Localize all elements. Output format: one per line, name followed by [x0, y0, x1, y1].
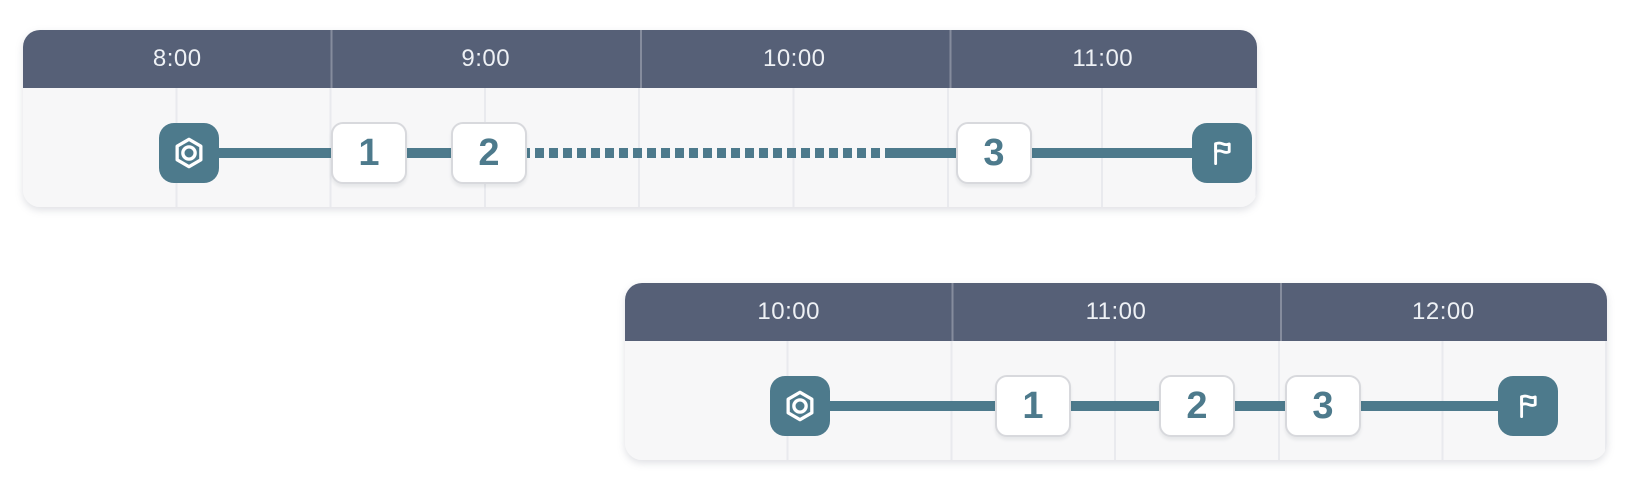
finish-marker[interactable] — [1192, 123, 1252, 183]
start-marker[interactable] — [770, 376, 830, 436]
timeline-top: 8:00 9:00 10:00 11:00 1 2 — [23, 30, 1257, 207]
step-2[interactable]: 2 — [1159, 375, 1235, 437]
flag-icon — [1520, 394, 1537, 419]
finish-marker[interactable] — [1498, 376, 1558, 436]
hour-label-11: 11:00 — [1072, 45, 1134, 72]
hour-label-11b: 11:00 — [1085, 298, 1147, 325]
connector-start-to-1 — [189, 148, 369, 158]
connector-3-to-finish — [1323, 401, 1528, 411]
hour-label-8: 8:00 — [152, 45, 202, 72]
timeline-bottom-header: 10:00 11:00 12:00 — [625, 283, 1607, 341]
step-3[interactable]: 3 — [1285, 375, 1361, 437]
connector-start-to-1 — [800, 401, 1033, 411]
hour-label-12b: 12:00 — [1412, 298, 1475, 325]
step-2[interactable]: 2 — [451, 122, 527, 184]
connector-1-to-2 — [369, 148, 489, 158]
connector-2-to-3 — [1197, 401, 1323, 411]
start-marker[interactable] — [159, 123, 219, 183]
step-2-label: 2 — [478, 131, 500, 174]
step-3[interactable]: 3 — [956, 122, 1032, 184]
flag-icon — [1214, 141, 1231, 166]
timeline-bottom: 10:00 11:00 12:00 1 2 3 — [625, 283, 1607, 460]
timeline-top-header: 8:00 9:00 10:00 11:00 — [23, 30, 1257, 88]
step-1-label: 1 — [1022, 384, 1044, 427]
step-1[interactable]: 1 — [995, 375, 1071, 437]
hour-label-9: 9:00 — [461, 45, 511, 72]
connector-2-to-3-dotted — [493, 148, 885, 158]
step-1[interactable]: 1 — [331, 122, 407, 184]
step-2-label: 2 — [1186, 384, 1208, 427]
hexagon-nut-icon — [786, 390, 814, 422]
connector-3-to-finish — [994, 148, 1222, 158]
step-3-label: 3 — [1312, 384, 1334, 427]
hour-label-10: 10:00 — [762, 45, 826, 72]
hexagon-nut-icon — [175, 137, 203, 169]
step-1-label: 1 — [358, 131, 380, 174]
timeline-top-track: 1 2 3 — [23, 88, 1257, 207]
hour-label-10b: 10:00 — [757, 298, 820, 325]
connector-2-to-3-solid — [885, 148, 994, 158]
step-3-label: 3 — [983, 131, 1005, 174]
connector-1-to-2 — [1033, 401, 1197, 411]
timeline-bottom-track: 1 2 3 — [625, 341, 1607, 460]
